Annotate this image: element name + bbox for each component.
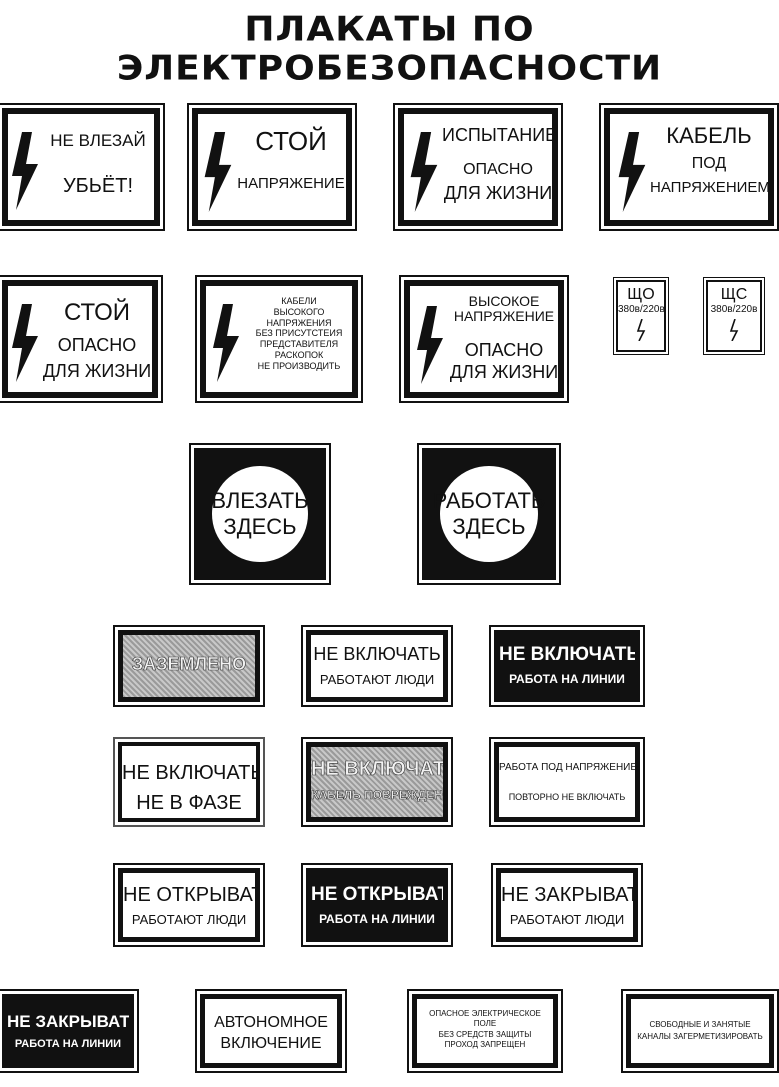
sign-line: БЕЗ СРЕДСТВ ЗАЩИТЫ [438,1029,532,1039]
sign-line: ПОД [691,155,727,172]
sign-line: КАНАЛЫ ЗАГЕРМЕТИЗИРОВАТЬ [637,1032,763,1041]
white-circle: ВЛЕЗАТЬ ЗДЕСЬ [211,466,309,562]
sign-line: НЕ ВЛЕЗАЙ [50,131,146,150]
sign-line: КАБЕЛЬ ПОВРЕЖДЕН [311,788,443,802]
sign-kabel-pod-napryazheniem: КАБЕЛЬ ПОД НАПРЯЖЕНИЕМ [599,103,779,231]
sign-ne-otkryvat-rabota-na-linii: НЕ ОТКРЫВАТЬ РАБОТА НА ЛИНИИ [301,863,453,947]
sign-line: ПРОХОД ЗАПРЕЩЕН [444,1040,526,1050]
sign-line: АВТОНОМНОЕ [214,1014,328,1031]
sign-line: УБЬЁТ! [62,175,134,197]
sign-line: НЕ ВКЛЮЧАТЬ [122,762,260,784]
sign-line: ВКЛЮЧЕНИЕ [220,1034,322,1052]
lightning-bolt-icon [636,319,646,341]
sign-line: ОПАСНОЕ ЭЛЕКТРИЧЕСКОЕ [429,1009,541,1018]
sign-line: НАПРЯЖЕНИЕ [453,307,555,324]
sign-line: РАБОТА НА ЛИНИИ [14,1038,122,1050]
sign-line: ВЛЕЗАТЬ [211,487,309,513]
lightning-bolt-icon [12,132,38,210]
sign-ne-otkryvat-rabotayut-lyudi: НЕ ОТКРЫВАТЬ РАБОТАЮТ ЛЮДИ [113,863,265,947]
sign-line: НЕ ЗАКРЫВАТЬ [501,884,638,906]
sign-vlezat-zdes: ВЛЕЗАТЬ ЗДЕСЬ [189,443,331,585]
sign-line: НЕ ПРОИЗВОДИТЬ [257,360,341,371]
panel-code: ЩО [627,286,655,303]
lightning-bolt-icon [204,132,232,212]
sign-line: СВОБОДНЫЕ И ЗАНЯТЫЕ [649,1020,751,1029]
sign-line: ЗДЕСЬ [452,514,526,539]
panel-voltage: 380в/220в [618,304,665,315]
panel-code: ЩС [720,286,748,303]
sign-kabeli-vysokogo-napryazheniya: КАБЕЛИ ВЫСОКОГО НАПРЯЖЕНИЯ БЕЗ ПРИСУТСТЕ… [195,275,363,403]
sign-line: СТОЙ [63,299,131,326]
sign-vysokoe-napryazhenie: ВЫСОКОЕ НАПРЯЖЕНИЕ ОПАСНО ДЛЯ ЖИЗНИ [399,275,569,403]
sign-line: НЕ ОТКРЫВАТЬ [311,884,448,905]
sign-ispytanie: ИСПЫТАНИЕ ОПАСНО ДЛЯ ЖИЗНИ [393,103,563,231]
sign-line: НЕ ВКЛЮЧАТЬ [311,758,448,780]
sign-ne-zakryvat-rabotayut-lyudi: НЕ ЗАКРЫВАТЬ РАБОТАЮТ ЛЮДИ [491,863,643,947]
panel-shcho: ЩО 380в/220в [613,277,669,355]
sign-ne-vklyuchat-ne-v-faze: НЕ ВКЛЮЧАТЬ НЕ В ФАЗЕ [113,737,265,827]
lightning-bolt-icon [410,132,438,212]
sign-line: НЕ ЗАКРЫВАТЬ [7,1012,134,1031]
sign-rabotat-zdes: РАБОТАТЬ ЗДЕСЬ [417,443,561,585]
sign-ne-vklyuchat-kabel-povrezhden: НЕ ВКЛЮЧАТЬ КАБЕЛЬ ПОВРЕЖДЕН [301,737,453,827]
sign-line: РАБОТАЮТ ЛЮДИ [319,672,435,687]
sign-line: ДЛЯ ЖИЗНИ [443,183,553,203]
sign-line: РАБОТА ПОД НАПРЯЖЕНИЕМ [499,762,640,773]
white-circle: РАБОТАТЬ ЗДЕСЬ [433,466,545,562]
sign-ne-vlezai: НЕ ВЛЕЗАЙ УБЬЁТ! [0,103,165,231]
sign-svobodnye-kanaly: СВОБОДНЫЕ И ЗАНЯТЫЕ КАНАЛЫ ЗАГЕРМЕТИЗИРО… [621,989,779,1073]
sign-line: БЕЗ ПРИСУТСТЕИЯ [255,328,343,339]
sign-line: ОПАСНО [57,335,137,355]
sign-line: ПОВТОРНО НЕ ВКЛЮЧАТЬ [508,792,626,802]
sign-line: ПРЕДСТАВИТЕЛЯ [259,339,339,350]
sign-line: ПОЛЕ [473,1019,497,1029]
sign-line: НАПРЯЖЕНИЕМ [650,179,770,196]
sign-line: ИСПЫТАНИЕ [442,125,558,145]
sign-line: РАСКОПОК [274,349,324,360]
sign-stoi-opasno: СТОЙ ОПАСНО ДЛЯ ЖИЗНИ [0,275,163,403]
sign-line: ВЫСОКОГО [273,306,325,317]
sign-line: НАПРЯЖЕНИЯ [266,317,332,328]
sign-avtonomnoe-vklyuchenie: АВТОНОМНОЕ ВКЛЮЧЕНИЕ [195,989,347,1073]
sign-line: РАБОТАЮТ ЛЮДИ [509,912,625,927]
sign-stoi-napryazhenie: СТОЙ НАПРЯЖЕНИЕ [187,103,357,231]
sign-ne-vklyuchat-rabota-na-linii: НЕ ВКЛЮЧАТЬ РАБОТА НА ЛИНИИ [489,625,645,707]
sign-ne-zakryvat-rabota-na-linii: НЕ ЗАКРЫВАТЬ РАБОТА НА ЛИНИИ [0,989,139,1073]
sign-ne-vklyuchat-rabotayut-lyudi: НЕ ВКЛЮЧАТЬ РАБОТАЮТ ЛЮДИ [301,625,453,707]
sign-line: РАБОТА НА ЛИНИИ [319,912,435,926]
sign-line: РАБОТА НА ЛИНИИ [509,672,625,686]
lightning-bolt-icon [213,304,239,382]
page-title: ПЛАКАТЫ ПО ЭЛЕКТРОБЕЗОПАСНОСТИ [116,10,663,88]
sign-line: ЗАЗЕМЛЕНО [131,654,247,674]
sign-line: РАБОТАТЬ [432,487,546,513]
lightning-bolt-icon [729,319,739,341]
sign-line: ОПАСНО [464,340,544,360]
panel-voltage: 380в/220в [710,304,758,315]
sign-line: НЕ ОТКРЫВАТЬ [123,884,255,906]
sign-line: РАБОТАЮТ ЛЮДИ [131,912,247,927]
sign-line: ДЛЯ ЖИЗНИ [449,361,559,382]
sign-line: ЗДЕСЬ [223,514,297,539]
sign-line: НЕ В ФАЗЕ [136,792,242,814]
sign-line: ДЛЯ ЖИЗНИ [42,361,152,381]
lightning-bolt-icon [12,304,38,382]
sign-line: НАПРЯЖЕНИЕ [237,175,345,192]
lightning-bolt-icon [417,306,443,384]
lightning-bolt-icon [618,132,646,212]
sign-zazemleno: ЗАЗЕМЛЕНО [113,625,265,707]
panel-shchs: ЩС 380в/220в [703,277,765,355]
sign-line: КАБЕЛИ [281,296,317,306]
sign-opasnoe-elektricheskoe-pole: ОПАСНОЕ ЭЛЕКТРИЧЕСКОЕ ПОЛЕ БЕЗ СРЕДСТВ З… [407,989,563,1073]
sign-line: СТОЙ [255,126,327,156]
sign-line: НЕ ВКЛЮЧАТЬ [499,644,640,665]
sign-line: ВЫСОКОЕ [468,293,540,309]
sign-line: КАБЕЛЬ [666,123,752,148]
sign-line: НЕ ВКЛЮЧАТЬ [313,644,441,664]
sign-line: ОПАСНО [463,161,533,178]
sign-rabota-pod-napryazheniem: РАБОТА ПОД НАПРЯЖЕНИЕМ ПОВТОРНО НЕ ВКЛЮЧ… [489,737,645,827]
